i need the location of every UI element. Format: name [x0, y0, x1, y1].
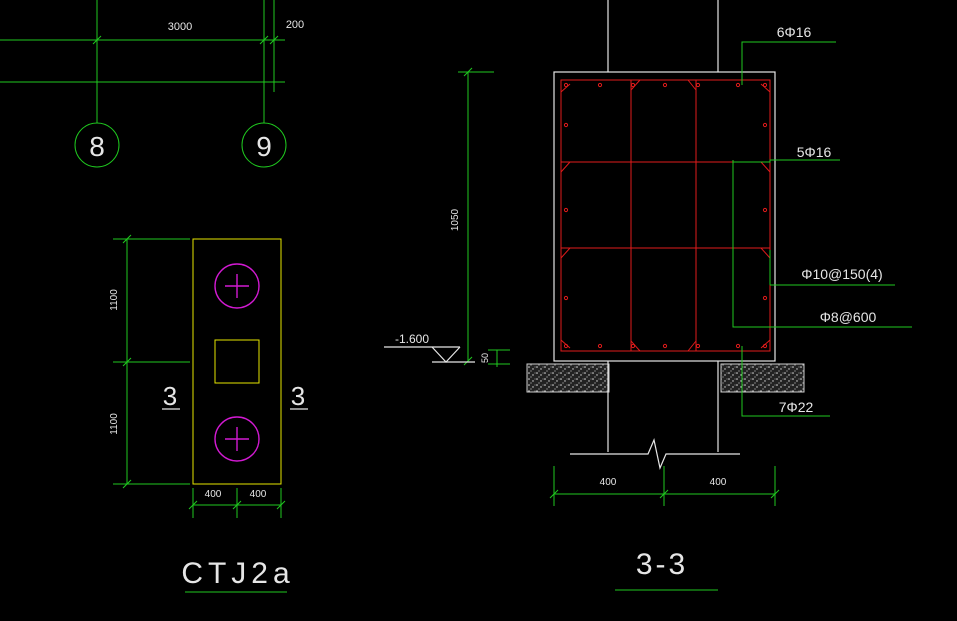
label-side-rebar: 5Φ16 — [797, 144, 832, 160]
dim-tick — [188, 500, 198, 510]
dim-text-plan-w2: 400 — [250, 489, 267, 500]
dim-text-section-w2: 400 — [710, 477, 727, 488]
pile-cap-section-outline — [553, 71, 776, 362]
dim-text-plan-h2: 1100 — [109, 413, 120, 435]
dim-tick — [122, 357, 132, 367]
label-stirrup: Φ10@150(4) — [801, 266, 882, 282]
rebar-hooks — [560, 83, 771, 349]
axis-bubble-8 — [74, 122, 120, 168]
pile-cap-outline — [192, 238, 282, 485]
section-title: 3-3 — [636, 548, 688, 581]
rebar-hooks — [560, 161, 771, 259]
dim-text-section-w1: 400 — [600, 477, 617, 488]
dim-tick — [232, 500, 242, 510]
level-triangle — [431, 346, 461, 363]
rebar-cage-outline — [560, 79, 771, 352]
section-3-3: 1050 50 -1.600 400 400 6Φ16 5Φ16 Φ10@150… — [384, 0, 912, 591]
dim-text-section-h: 1050 — [450, 208, 461, 231]
label-bottom-rebar: 7Φ22 — [779, 399, 814, 415]
axis-bubble-9 — [241, 122, 287, 168]
axis-dimension-group: 3000 200 8 9 — [0, 0, 304, 168]
leader-bottom-rebar — [741, 346, 830, 417]
dim-tick — [92, 35, 102, 45]
dim-tick — [549, 489, 559, 499]
plan-title: CTJ2a — [181, 557, 294, 590]
label-tie: Φ8@600 — [820, 309, 877, 325]
rebar-dots — [563, 82, 768, 349]
dim-text-plan-w1: 400 — [205, 489, 222, 500]
level-text: -1.600 — [395, 332, 429, 346]
dim-tick — [259, 35, 269, 45]
dim-tick — [463, 67, 473, 77]
label-top-rebar: 6Φ16 — [777, 24, 812, 40]
leader-tie — [732, 162, 912, 328]
dim-text-section-small: 50 — [480, 353, 490, 363]
rebar-hooks — [630, 79, 697, 352]
section-mark-left: 3 — [163, 381, 177, 411]
dim-tick — [122, 234, 132, 244]
pile-bottom — [214, 416, 260, 462]
dim-text-top-span: 3000 — [168, 21, 192, 33]
dim-tick — [659, 489, 669, 499]
dim-tick — [770, 489, 780, 499]
cushion-right — [720, 363, 805, 393]
section-mark-right: 3 — [291, 381, 305, 411]
dim-tick — [463, 356, 473, 366]
dim-text-top-small: 200 — [286, 19, 304, 31]
pile-cap-plan: 1100 1100 400 400 3 3 CTJ2a — [109, 234, 308, 593]
axis-label-9: 9 — [256, 131, 272, 162]
pile-top — [214, 263, 260, 309]
cushion-left — [526, 363, 610, 393]
leader-side-rebar — [732, 159, 840, 163]
leader-top-rebar — [741, 41, 836, 85]
break-line — [570, 438, 740, 470]
axis-label-8: 8 — [89, 131, 105, 162]
dim-tick — [269, 35, 279, 45]
column-section — [214, 339, 260, 384]
dim-text-plan-h1: 1100 — [109, 289, 120, 311]
dim-tick — [276, 500, 286, 510]
dim-tick — [122, 479, 132, 489]
